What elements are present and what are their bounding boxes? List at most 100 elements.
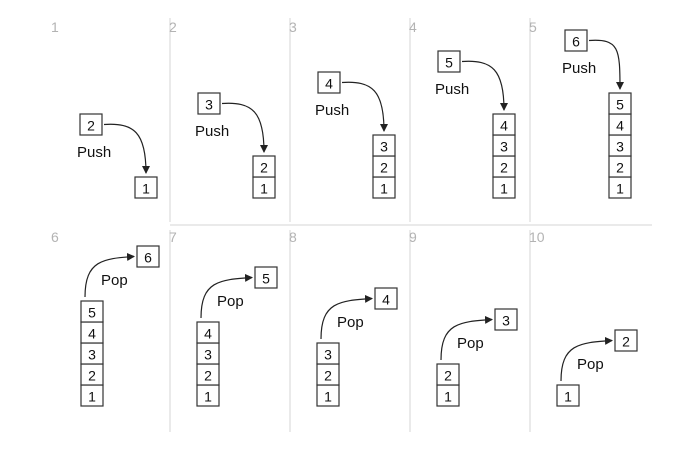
- stack-item: 1: [372, 176, 396, 199]
- operation-label: Pop: [217, 293, 244, 310]
- stack-item: 2: [372, 155, 396, 178]
- popped-item: 6: [136, 245, 160, 268]
- pushed-item-label: 6: [572, 34, 580, 50]
- operation-label: Push: [77, 144, 111, 161]
- operation-label: Pop: [577, 356, 604, 373]
- stack-item: 3: [608, 134, 632, 157]
- stack-item: 1: [492, 176, 516, 199]
- stack-item: 3: [372, 134, 396, 157]
- stack-item-label: 4: [88, 326, 96, 342]
- stack-item: 3: [196, 342, 220, 365]
- stack-item: 1: [252, 176, 276, 199]
- stack-item: 5: [608, 92, 632, 115]
- pop-arrow: [560, 336, 613, 382]
- stack-item: 2: [608, 155, 632, 178]
- push-arrow: [588, 39, 624, 90]
- stack-item: 3: [80, 342, 104, 365]
- stack-item-label: 2: [444, 368, 452, 384]
- pop-arrow: [440, 315, 493, 361]
- stack-item: 4: [80, 321, 104, 344]
- step-number: 8: [289, 229, 297, 245]
- pop-arrow: [200, 273, 253, 319]
- stack-item: 2: [80, 363, 104, 386]
- popped-item-label: 3: [502, 313, 510, 329]
- step-number: 6: [51, 229, 59, 245]
- step-number: 10: [529, 229, 545, 245]
- stack-item-label: 3: [616, 139, 624, 155]
- pushed-item: 2: [79, 113, 103, 136]
- stack-item: 2: [252, 155, 276, 178]
- popped-item-label: 6: [144, 250, 152, 266]
- step-number: 4: [409, 19, 417, 35]
- stack-item-label: 1: [204, 389, 212, 405]
- pop-arrow: [320, 294, 373, 340]
- push-arrow: [221, 102, 268, 153]
- stack-item-label: 4: [500, 118, 508, 134]
- operation-label: Push: [435, 81, 469, 98]
- stack-item-label: 1: [324, 389, 332, 405]
- pushed-item-label: 4: [325, 76, 333, 92]
- popped-item: 4: [374, 287, 398, 310]
- operation-label: Push: [562, 60, 596, 77]
- stack-item-label: 1: [142, 181, 150, 197]
- popped-item-label: 2: [622, 334, 630, 350]
- stack-item: 3: [492, 134, 516, 157]
- panel-dividers: [169, 18, 652, 432]
- stack-item-label: 2: [500, 160, 508, 176]
- stack-item: 5: [80, 300, 104, 323]
- stack-item-label: 1: [500, 181, 508, 197]
- stack-item-label: 2: [324, 368, 332, 384]
- operation-label: Pop: [337, 314, 364, 331]
- push-arrow: [103, 123, 150, 174]
- stack-item: 2: [316, 363, 340, 386]
- stack-item-label: 2: [204, 368, 212, 384]
- stack-item: 2: [436, 363, 460, 386]
- stack-item-label: 1: [444, 389, 452, 405]
- pushed-item-label: 2: [87, 118, 95, 134]
- stack-item-label: 1: [88, 389, 96, 405]
- pushed-item: 6: [564, 29, 588, 52]
- popped-item: 3: [494, 308, 518, 331]
- stack-item-label: 3: [324, 347, 332, 363]
- step-number: 3: [289, 19, 297, 35]
- stack-item-label: 2: [88, 368, 96, 384]
- stack-item-label: 4: [616, 118, 624, 134]
- operation-label: Pop: [457, 335, 484, 352]
- push-arrow: [341, 81, 388, 132]
- stack-item-label: 1: [260, 181, 268, 197]
- stack-item: 1: [316, 384, 340, 407]
- operation-label: Pop: [101, 272, 128, 289]
- step-number: 2: [169, 19, 177, 35]
- stack-item-label: 1: [564, 389, 572, 405]
- stack-item-label: 1: [380, 181, 388, 197]
- stack-item: 1: [134, 176, 158, 199]
- stack-item-label: 1: [616, 181, 624, 197]
- stack-item: 1: [80, 384, 104, 407]
- stack-item-label: 2: [260, 160, 268, 176]
- stack-item-label: 5: [88, 305, 96, 321]
- stack-item: 1: [436, 384, 460, 407]
- pushed-item-label: 3: [205, 97, 213, 113]
- stack-item: 2: [196, 363, 220, 386]
- panels: 112Push2123Push31234Push412345Push512345…: [51, 19, 638, 407]
- operation-label: Push: [195, 123, 229, 140]
- popped-item: 5: [254, 266, 278, 289]
- stack-item: 1: [608, 176, 632, 199]
- push-arrow: [461, 60, 508, 111]
- stack-item-label: 3: [204, 347, 212, 363]
- step-number: 7: [169, 229, 177, 245]
- stack-item: 3: [316, 342, 340, 365]
- pushed-item-label: 5: [445, 55, 453, 71]
- stack-item: 2: [492, 155, 516, 178]
- popped-item: 2: [614, 329, 638, 352]
